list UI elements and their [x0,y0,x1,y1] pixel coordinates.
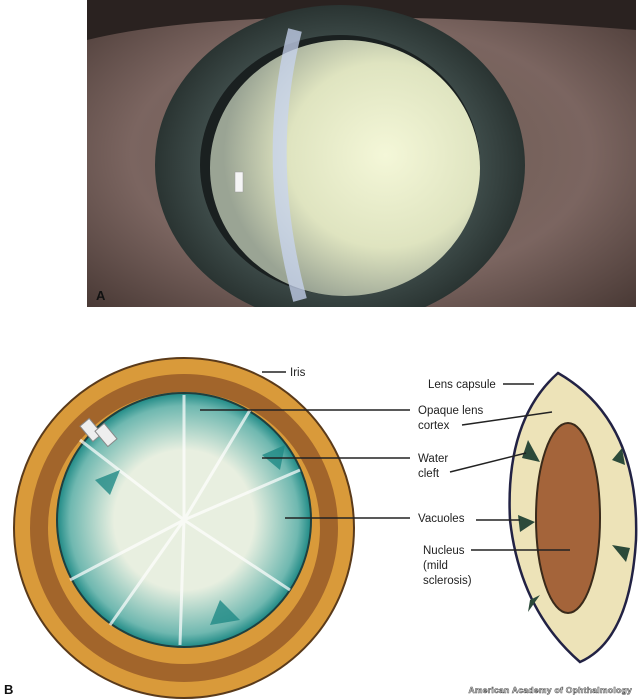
slit-lamp-photo [87,0,636,307]
label-nucleus-line3: sclerosis) [423,575,472,587]
label-opaque-cortex-line1: Opaque lens [418,405,483,417]
slit-beam [272,28,307,302]
panel-label-a: A [96,288,106,303]
label-vacuoles: Vacuoles [418,513,465,525]
watermark: American Academy of Ophthalmology [468,685,632,695]
label-iris: Iris [290,367,306,379]
vacuoles-cross-section [518,440,630,612]
panel-label-b: B [4,682,13,697]
lens-front-view-illustration [13,357,355,699]
leader-lines [200,371,570,551]
label-nucleus-line2: (mild [423,560,448,572]
nucleus [535,422,601,614]
label-water-cleft-line2: cleft [418,468,440,480]
cataract-lens-photo [210,40,480,296]
label-lens-capsule: Lens capsule [428,379,496,391]
label-opaque-cortex-line2: cortex [418,420,450,432]
lens-cross-section-illustration [508,371,638,664]
label-water-cleft-line1: Water [418,453,448,465]
label-nucleus-line1: Nucleus [423,545,465,557]
